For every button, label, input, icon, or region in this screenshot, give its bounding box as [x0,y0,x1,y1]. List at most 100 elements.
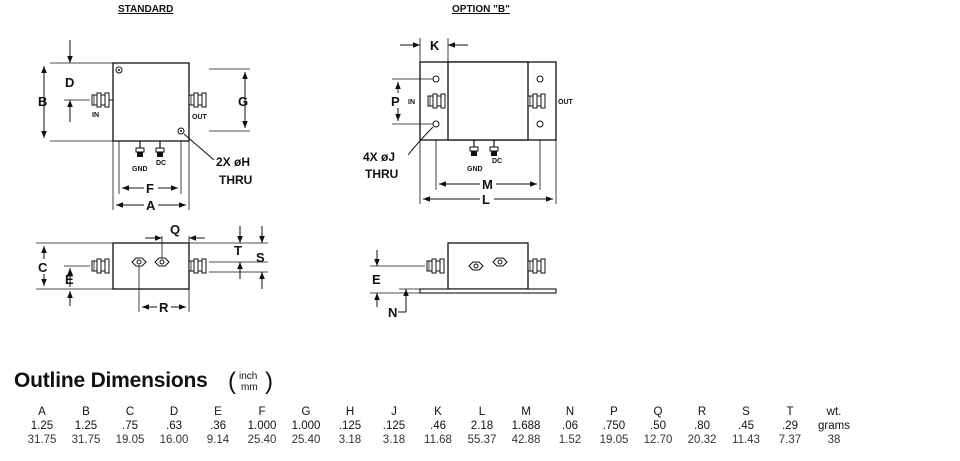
header-cell: K [434,406,442,418]
header-cell: C [125,406,135,418]
unit-inch: inch [239,371,258,382]
mm-cell: 31.75 [71,434,101,446]
hole-j-thru: THRU [365,167,398,181]
dc-terminal-b-icon [489,139,499,157]
mm-cell: 11.43 [732,434,760,446]
header-cell: J [391,406,397,418]
gnd-terminal-icon [135,140,145,158]
table-row-mm: 31.75 31.75 19.05 16.00 9.14 25.40 25.40… [20,433,856,447]
header-cell: R [697,406,707,418]
header-cell: P [610,406,618,418]
inch-cell: .50 [650,420,666,432]
inch-cell: .29 [782,420,798,432]
mm-cell: 42.88 [511,434,541,446]
side-output-connector-b-icon [527,258,546,274]
dim-D-label: D [65,75,74,90]
hole-j-note: 4X øJ [363,150,395,164]
header-cell: N [565,406,575,418]
flange-hole-tr [536,75,544,83]
mm-cell: 19.05 [115,434,145,446]
dim-G-label: G [238,94,248,109]
standard-side-view: C E Q T S R [36,222,268,315]
mm-cell: 20.32 [687,434,717,446]
out-label: OUT [192,114,208,121]
mm-cell: 19.05 [599,434,629,446]
side-terminal-nut-right [154,257,170,267]
header-cell: H [345,406,355,418]
hole-h-note: 2X øH [216,155,250,169]
dim-S-label: S [256,250,265,265]
inch-cell: .06 [562,420,578,432]
mm-cell: 31.75 [27,434,57,446]
gnd-label-b: GND [467,166,483,173]
table-header-row: A B C D E F G H J K L M N P Q R S T wt. [20,405,856,419]
dimensions-table: A B C D E F G H J K L M N P Q R S T wt. … [20,405,856,447]
option-b-heading: OPTION "B" [452,4,510,15]
mm-cell: 11.68 [424,434,452,446]
dim-P-label: P [391,94,400,109]
dim-E-b-label: E [372,272,381,287]
mm-cell: 3.18 [338,434,362,446]
inch-cell: .80 [694,420,710,432]
inch-cell: 1.688 [511,420,541,432]
inch-cell: .750 [602,420,626,432]
gnd-label: GND [132,166,148,173]
option-b-side-view: E N [370,242,557,320]
inch-cell: grams [818,420,850,432]
dim-Q-label: Q [170,222,180,237]
mm-cell: 9.14 [206,434,230,446]
outline-drawing: STANDARD OPTION "B" IN OUT GND DC B D G [36,4,574,320]
mm-cell: 12.70 [643,434,673,446]
mm-cell: 25.40 [291,434,321,446]
inch-cell: 1.25 [30,420,54,432]
header-cell: A [38,406,46,418]
option-b-side-housing [447,242,529,290]
dim-M-label: M [482,177,493,192]
standard-side-housing [112,242,190,290]
hole-h-thru: THRU [219,173,252,187]
inch-cell: .46 [430,420,446,432]
header-cell: G [301,406,311,418]
unit-indicator: ( inch mm ) [228,368,273,395]
mm-cell: 25.40 [247,434,277,446]
mm-cell: 3.18 [382,434,406,446]
standard-heading: STANDARD [118,4,173,15]
mm-cell: 55.37 [467,434,497,446]
unit-mm: mm [241,382,258,393]
output-connector-icon [188,92,207,108]
dim-R-label: R [159,300,169,315]
dim-L-label: L [482,192,490,207]
inch-cell: 1.000 [291,420,321,432]
side-input-connector-icon [91,258,110,274]
mm-cell: 16.00 [159,434,189,446]
dim-B-label: B [38,94,47,109]
option-b-side-flange [419,288,557,294]
side-input-connector-b-icon [426,258,445,274]
in-label-b: IN [408,99,415,106]
inch-cell: .63 [166,420,182,432]
dim-E-label: E [65,272,74,287]
input-connector-b-icon [427,93,446,109]
flange-hole-br [536,120,544,128]
inch-cell: 1.000 [247,420,277,432]
inch-cell: .36 [210,420,226,432]
header-cell: B [82,406,90,418]
mounting-hole-top [115,66,123,74]
dim-C-label: C [38,260,48,275]
inch-cell: 2.18 [470,420,494,432]
input-connector-icon [91,92,110,108]
inch-cell: .125 [382,420,406,432]
header-cell: E [214,406,222,418]
option-b-top-view: IN OUT GND DC K P 4X øJ THRU M L [363,38,574,207]
inch-cell: .75 [122,420,138,432]
dim-T-label: T [234,243,242,258]
in-label: IN [92,112,99,119]
standard-top-view: IN OUT GND DC B D G 2X øH THRU F A [38,40,252,213]
outline-dimensions-title: Outline Dimensions [14,369,208,392]
header-cell: D [169,406,179,418]
inch-cell: .125 [338,420,362,432]
mounting-hole-bottom [177,127,185,135]
inch-cell: .45 [738,420,754,432]
mm-cell: 1.52 [558,434,582,446]
dim-F-label: F [146,181,154,196]
